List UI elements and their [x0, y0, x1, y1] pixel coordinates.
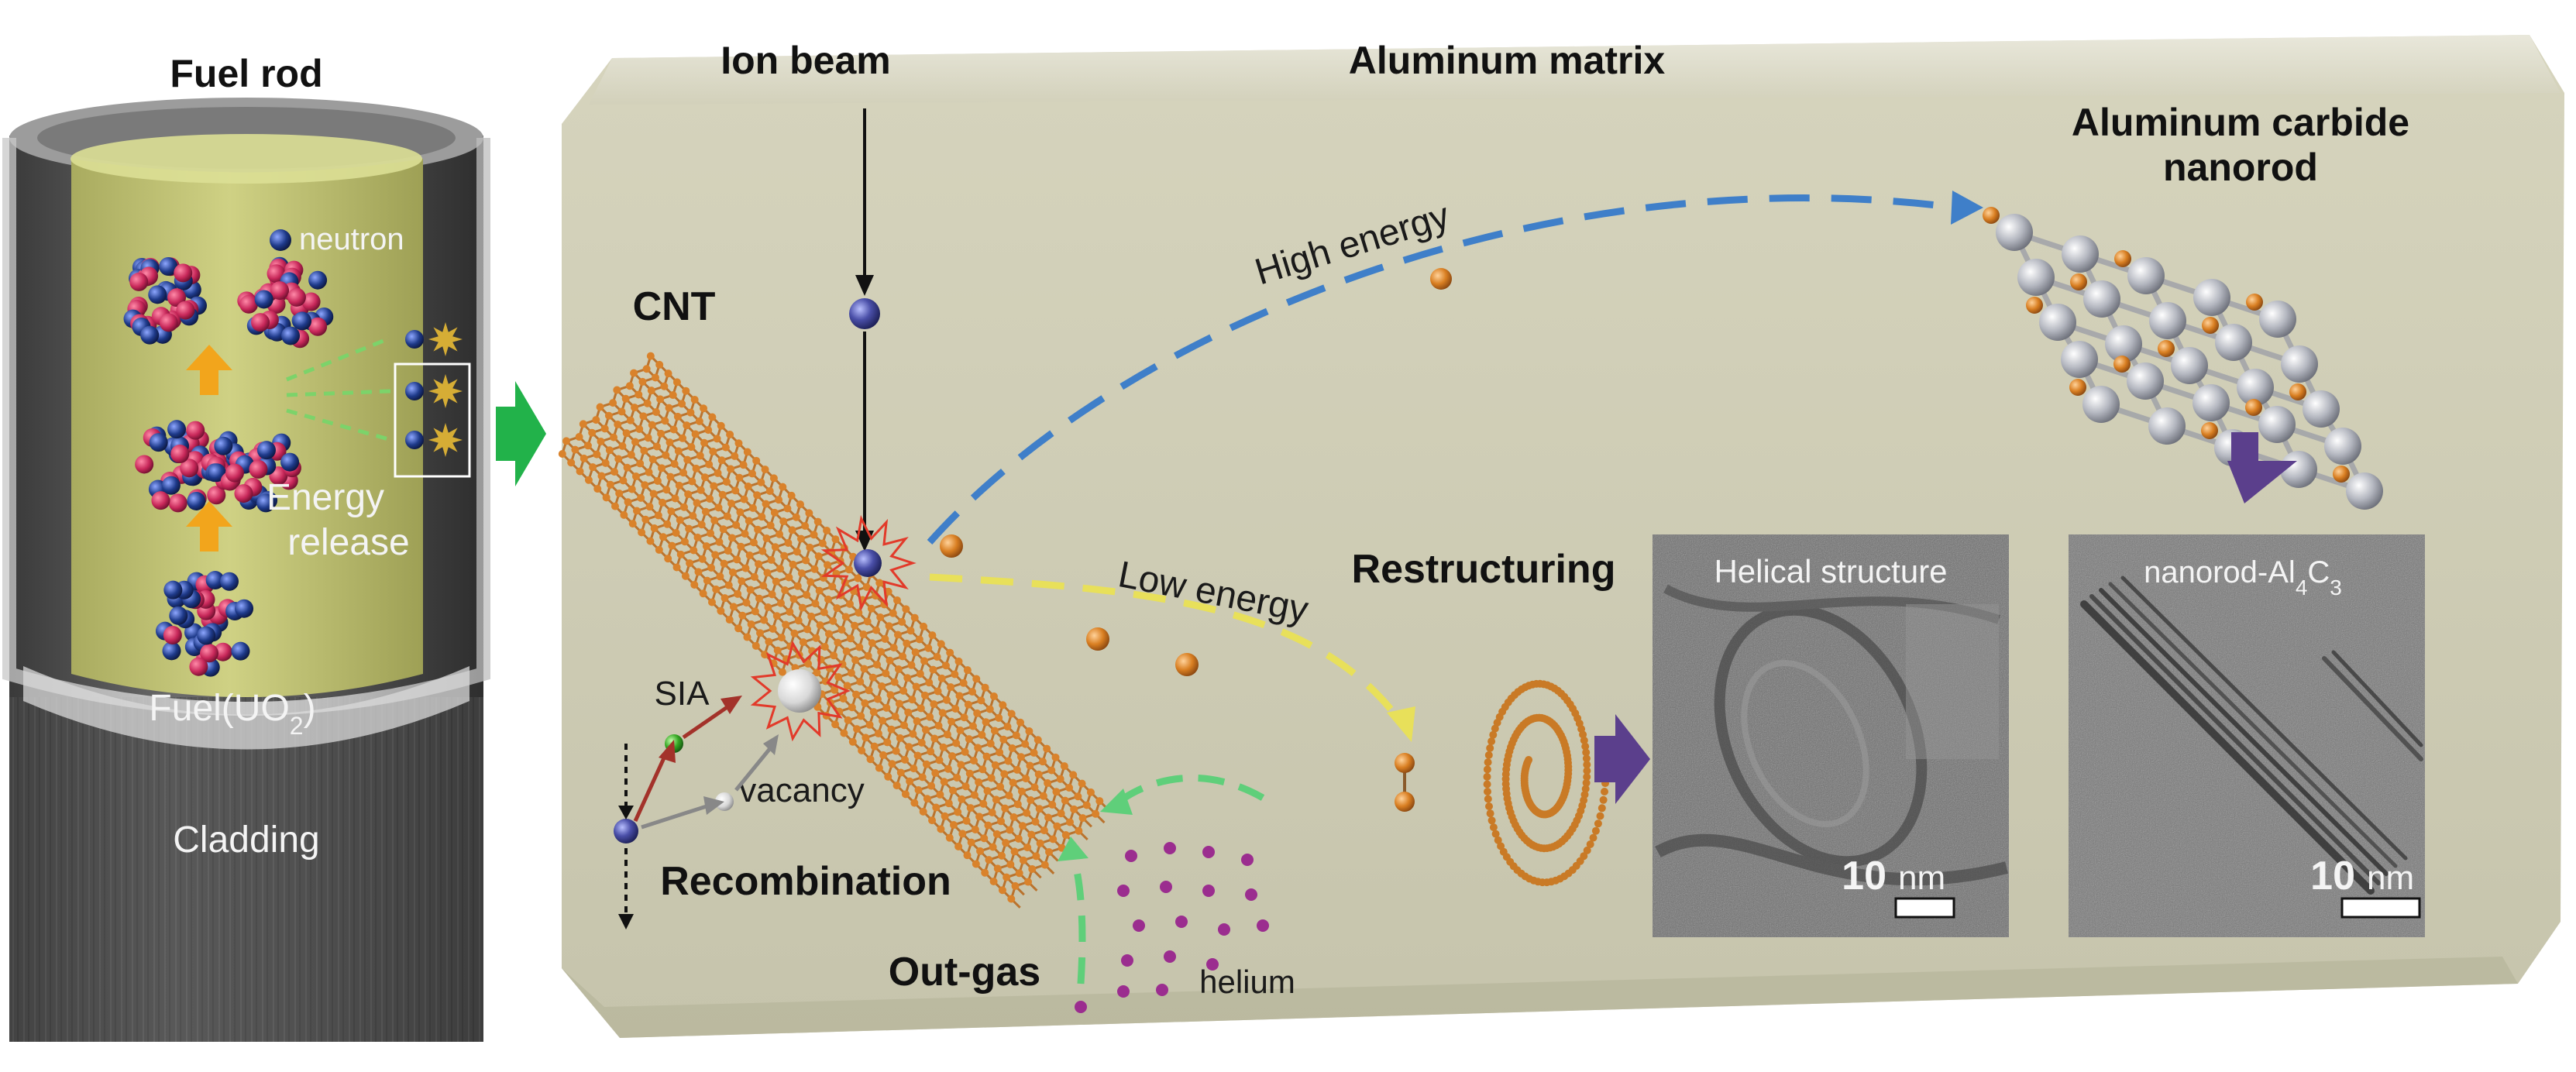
nanorod-tem-title: nanorod-Al4C3 — [2144, 555, 2342, 600]
cladding-streaks — [9, 697, 483, 1042]
low-energy-arrowhead — [1387, 706, 1415, 742]
vacancy-label: vacancy — [739, 771, 864, 809]
defect-arrows — [618, 696, 779, 929]
helical-scale-bar — [1894, 897, 1955, 919]
helical-tem-title: Helical structure — [1714, 553, 1947, 589]
nanorod-tem-fringes — [2080, 576, 2423, 895]
matrix-bottom-edge — [562, 957, 2518, 1038]
matrix-title: Aluminum matrix — [1349, 39, 1666, 82]
helical-cnt — [1483, 679, 1610, 887]
helium-label: helium — [1199, 964, 1295, 1000]
displaced-carbon-atoms — [940, 534, 1199, 676]
nucleus-middle-right — [205, 431, 301, 513]
recombination-label: Recombination — [660, 859, 951, 904]
fuel-top — [71, 134, 422, 184]
energy-release-line2: release — [287, 522, 409, 563]
helical-scale-value: 10 — [1842, 854, 1886, 898]
restructuring-label: Restructuring — [1352, 547, 1616, 592]
defect-burst — [750, 640, 851, 742]
outgas-label: Out-gas — [889, 950, 1040, 995]
helium-atoms — [1075, 842, 1269, 1013]
zoom-box — [394, 362, 471, 478]
sia-label: SIA — [655, 675, 710, 713]
helical-tem-texture — [1655, 584, 2008, 886]
fuel-rod-illustration: Fuel rod neutron — [2, 52, 490, 1042]
nucleus-top-left — [123, 256, 207, 345]
transition-arrow — [496, 381, 546, 486]
recombination-atom — [614, 819, 638, 844]
carbon-nanotube — [558, 352, 1109, 909]
nucleus-top-right — [237, 256, 334, 349]
matrix-top-face — [589, 35, 2561, 105]
restructuring-arrow — [1594, 714, 1650, 804]
carbon-dimer — [1395, 753, 1415, 812]
fusion-arrow-upper — [186, 345, 232, 395]
colliding-ion — [854, 549, 882, 577]
fuel-label: Fuel(UO2) — [149, 688, 315, 740]
high-energy-arrowhead — [1951, 191, 1983, 225]
fusion-arrow-lower — [186, 501, 232, 551]
ion-beam-label: Ion beam — [721, 39, 890, 82]
cladding-label: Cladding — [173, 819, 319, 861]
fuel-base-ring — [23, 666, 469, 750]
outgas-arrow-lower — [1069, 852, 1086, 984]
energy-burst-1 — [428, 322, 463, 356]
fuel-rod-title: Fuel rod — [170, 52, 322, 95]
neutron-label: neutron — [299, 222, 404, 256]
carbon-atom-high — [1430, 268, 1452, 290]
displaced-atom — [778, 669, 821, 713]
low-energy-path — [929, 573, 1405, 727]
collision-burst — [820, 514, 917, 612]
nanorod-arrow — [2227, 434, 2297, 503]
incident-ion — [849, 298, 880, 329]
energy-burst-2 — [428, 374, 463, 408]
nanorod-scale-unit: nm — [2367, 859, 2414, 897]
carbide-title-line1: Aluminum carbide — [2072, 101, 2409, 144]
nanorod-scale-value: 10 — [2310, 854, 2355, 898]
helical-structure-micrograph: Helical structure 10 nm — [1653, 534, 2009, 937]
nanorod-scale-bar — [2340, 897, 2421, 919]
nucleus-clusters — [123, 256, 334, 677]
carbide-nanorod-lattice — [1983, 207, 2383, 510]
carbide-title-line2: nanorod — [2163, 146, 2318, 189]
aluminum-matrix-panel: Ion beam Aluminum matrix Aluminum carbid… — [558, 35, 2564, 1038]
cnt-label: CNT — [633, 284, 716, 329]
high-energy-path — [927, 194, 1957, 545]
nanorod-micrograph: nanorod-Al4C3 10 nm — [2069, 534, 2425, 937]
nucleus-bottom — [155, 571, 254, 677]
energy-bursts — [428, 322, 463, 457]
outgas-arrow-upper — [1113, 774, 1265, 807]
energy-burst-3 — [428, 423, 463, 457]
helical-scale-unit: nm — [1898, 859, 1945, 897]
emitted-neutrons — [405, 330, 424, 449]
neutron-particle — [270, 229, 291, 251]
energy-release-line1: Energy — [267, 477, 384, 518]
